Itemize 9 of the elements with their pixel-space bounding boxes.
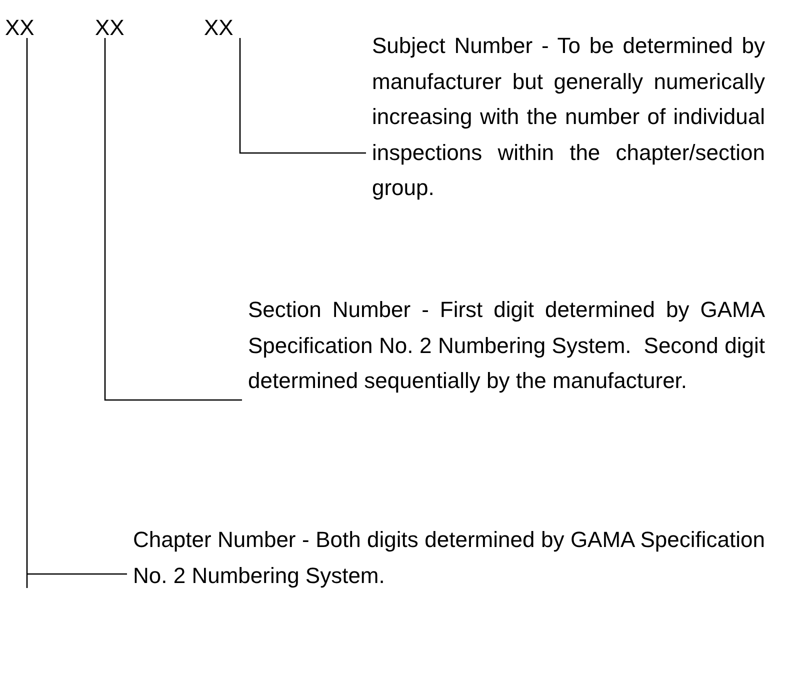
leader-line xyxy=(104,38,242,401)
leader-line xyxy=(239,38,366,154)
code-digits: XX xyxy=(95,14,126,42)
leader-line xyxy=(26,38,127,589)
code-digits: XX xyxy=(204,14,234,42)
chapter-number-note: Chapter Number - Both digits determined by GAMA Specification No. 2 Numbering System. xyxy=(133,526,765,590)
section-number-note: Section Number - First digit determined by GAMA Specification No. 2 Numbering System. Second digit determined sequentially by the manufacturer. xyxy=(248,296,765,395)
code-digits: XX xyxy=(5,14,36,42)
subject-number-note: Subject Number - To be determined by manufacturer but generally numerically increasing with the number of individual inspections within the chapter/section group. xyxy=(372,32,765,202)
